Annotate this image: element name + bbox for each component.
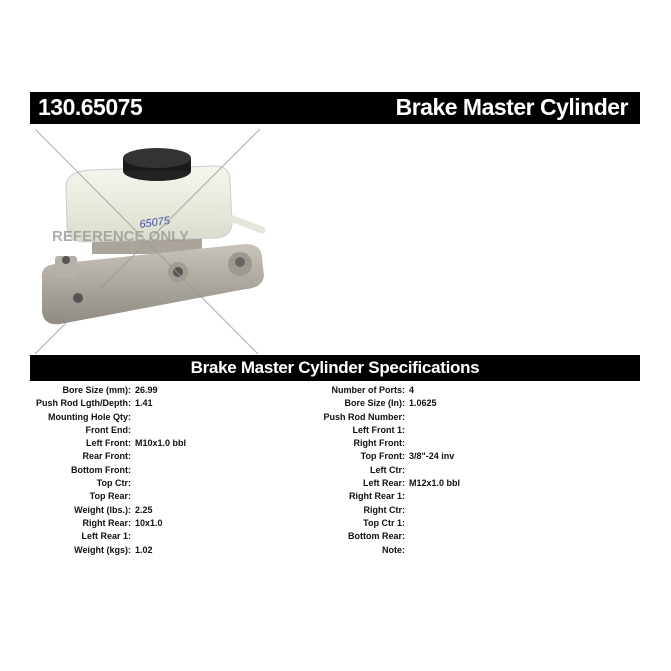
spec-row: Rear Front: [0, 450, 300, 463]
specs-title-bar: Brake Master Cylinder Specifications [30, 355, 640, 381]
spec-label: Front End: [85, 424, 132, 435]
spec-row: Number of Ports: 4 [275, 384, 575, 397]
spec-row: Bottom Rear: [275, 530, 575, 543]
header-bar: 130.65075 Brake Master Cylinder [30, 92, 640, 124]
watermark-text: REFERENCE ONLY [52, 228, 189, 245]
spec-label: Weight (lbs.): [74, 504, 131, 515]
spec-row: Top Front: 3/8"-24 inv [275, 450, 575, 463]
spec-row: Left Rear 1: [0, 530, 300, 543]
spec-label: Bottom Front: [71, 464, 131, 475]
spec-value: M12x1.0 bbl [409, 478, 461, 489]
spec-label: Right Ctr: [363, 504, 406, 515]
spec-row: Left Front: M10x1.0 bbl [0, 437, 300, 450]
spec-label: Right Rear: [82, 517, 131, 528]
spec-value: 2.25 [135, 504, 153, 515]
spec-label: Mounting Hole Qty: [48, 411, 131, 422]
spec-value: 26.99 [135, 385, 158, 395]
spec-label: Push Rod Lgth/Depth: [36, 398, 131, 409]
spec-value: 10x1.0 [135, 517, 163, 528]
part-number: 130.65075 [38, 94, 143, 120]
spec-label: Top Ctr: [96, 478, 131, 489]
spec-label: Right Rear 1: [348, 491, 405, 502]
spec-row: Bore Size (mm): 26.99 [0, 384, 300, 397]
spec-row: Note: [275, 544, 575, 557]
spec-label: Top Rear: [89, 491, 131, 502]
spec-row: Bottom Front: [0, 464, 300, 477]
spec-value: 3/8"-24 inv [409, 451, 455, 462]
spec-label: Top Front: [360, 451, 405, 462]
spec-label: Left Rear 1: [81, 531, 131, 542]
spec-label: Left Front 1: [352, 424, 406, 435]
spec-row: Push Rod Lgth/Depth: 1.41 [0, 397, 300, 410]
spec-label: Left Rear: [362, 478, 405, 489]
spec-row: Mounting Hole Qty: [0, 411, 300, 424]
specs-title: Brake Master Cylinder Specifications [190, 358, 480, 377]
spec-label: Left Front: [86, 438, 131, 449]
spec-row: Push Rod Number: [275, 411, 575, 424]
product-photo: 65075 REFERENCE ONLY [34, 128, 266, 354]
spec-label: Note: [382, 544, 405, 555]
spec-value: 1.0625 [409, 398, 437, 409]
spec-label: Bottom Rear: [347, 531, 405, 542]
spec-row: Bore Size (In): 1.0625 [275, 397, 575, 410]
spec-value: 1.02 [135, 544, 153, 555]
product-title: Brake Master Cylinder [395, 94, 629, 120]
handwritten-label: 65075 [139, 215, 172, 231]
spec-row: Left Front 1: [275, 424, 575, 437]
spec-row: Weight (lbs.): 2.25 [0, 504, 300, 517]
spec-row: Top Rear: [0, 490, 300, 503]
spec-row: Top Ctr 1: [275, 517, 575, 530]
spec-row: Top Ctr: [0, 477, 300, 490]
spec-value: 4 [409, 385, 415, 395]
spec-label: Top Ctr 1: [363, 517, 405, 528]
spec-label: Bore Size (In): [344, 398, 405, 409]
spec-label: Push Rod Number: [323, 411, 405, 422]
spec-label: Number of Ports: [331, 385, 405, 395]
spec-row: Right Ctr: [275, 504, 575, 517]
spec-row: Right Rear: 10x1.0 [0, 517, 300, 530]
spec-value: M10x1.0 bbl [135, 438, 187, 449]
spec-row: Left Rear: M12x1.0 bbl [275, 477, 575, 490]
spec-label: Left Ctr: [370, 464, 405, 475]
spec-label: Bore Size (mm): [62, 385, 131, 395]
spec-label: Right Front: [353, 438, 405, 449]
spec-value: 1.41 [135, 398, 153, 409]
spec-label: Weight (kgs): [74, 544, 131, 555]
spec-row: Left Ctr: [275, 464, 575, 477]
spec-row: Right Front: [275, 437, 575, 450]
spec-label: Rear Front: [82, 451, 131, 462]
spec-row: Front End: [0, 424, 300, 437]
spec-row: Weight (kgs): 1.02 [0, 544, 300, 557]
spec-row: Right Rear 1: [275, 490, 575, 503]
